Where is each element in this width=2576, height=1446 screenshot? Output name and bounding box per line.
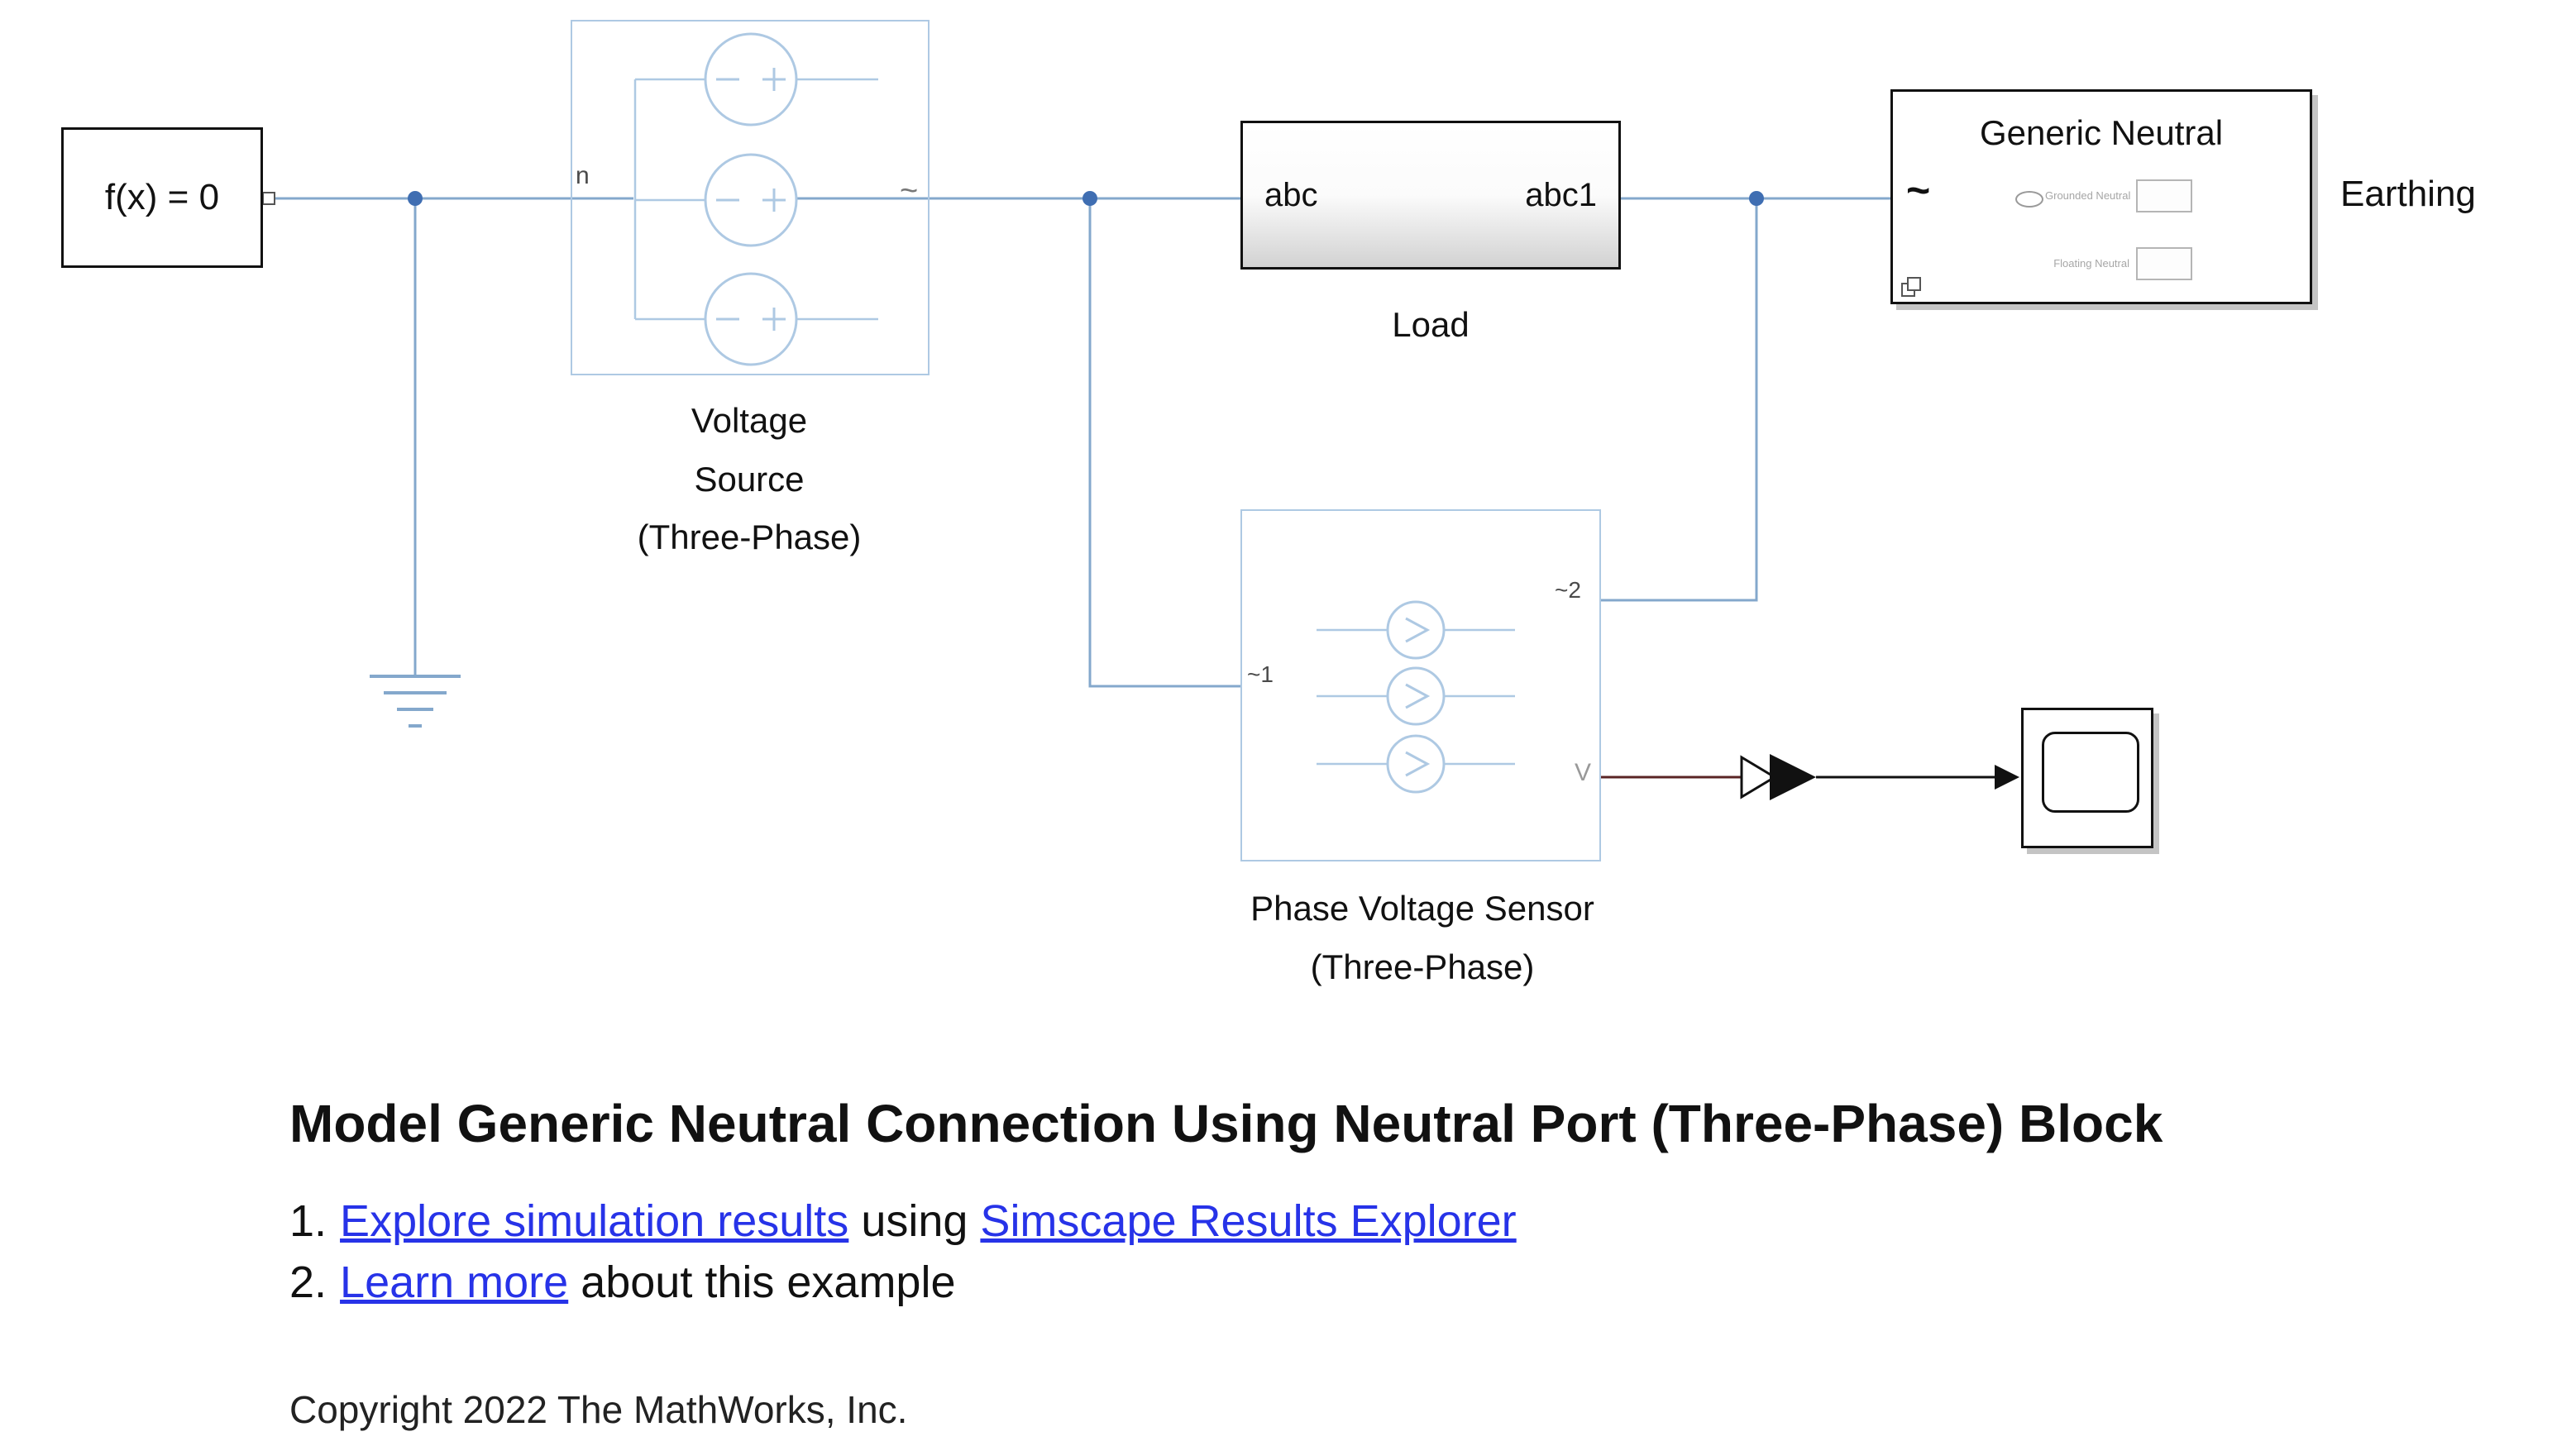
sensor-port-v-label: V: [1575, 759, 1592, 786]
load-port-in-label: abc: [1264, 176, 1318, 213]
explore-results-link[interactable]: Explore simulation results: [340, 1196, 849, 1246]
junction-dot: [1082, 191, 1097, 206]
solver-configuration-block[interactable]: f(x) = 0: [61, 127, 263, 268]
earthing-label: Earthing: [2340, 174, 2476, 214]
floating-neutral-option-label: Floating Neutral: [2053, 257, 2129, 270]
junction-dot: [1749, 191, 1764, 206]
solver-block-label: f(x) = 0: [104, 177, 220, 217]
voltmeter-icon: [1386, 666, 1446, 726]
ground-icon[interactable]: [370, 675, 461, 728]
voltage-source-port-n-label: n: [576, 162, 590, 189]
ac-source-icon: [704, 272, 798, 366]
annotation-list-item-1: 1. Explore simulation results using Simsc…: [289, 1195, 1517, 1247]
junction-dot: [408, 191, 423, 206]
voltage-source-block[interactable]: [571, 20, 930, 375]
annotation-list-item-2: 2. Learn more about this example: [289, 1257, 955, 1308]
generic-neutral-port-label: ~: [1906, 167, 1931, 213]
load-port-out-label: abc1: [1525, 176, 1597, 213]
ac-source-icon: [704, 32, 798, 126]
list-number: 2.: [289, 1257, 327, 1307]
phase-voltage-sensor-label: Phase Voltage Sensor (Three-Phase): [1250, 889, 1594, 986]
signal-arrowhead: [1995, 765, 2019, 790]
solver-output-port: [262, 192, 275, 205]
grounded-neutral-option-box: [2136, 179, 2192, 212]
results-explorer-link[interactable]: Simscape Results Explorer: [980, 1196, 1517, 1246]
scope-screen-icon: [2042, 732, 2139, 813]
copyright-text: Copyright 2022 The MathWorks, Inc.: [289, 1388, 908, 1431]
voltage-sensor-icon: [1317, 600, 1515, 794]
list-item-text: using: [848, 1196, 981, 1246]
neutral-symbol-icon: [2015, 191, 2043, 208]
sensor-port-in-label: ~1: [1247, 661, 1274, 687]
generic-neutral-title: Generic Neutral: [1979, 113, 2224, 152]
voltmeter-icon: [1386, 734, 1446, 794]
phase-voltage-sensor-block[interactable]: [1240, 509, 1601, 861]
load-label: Load: [1392, 305, 1470, 344]
list-item-text: about this example: [568, 1257, 956, 1307]
floating-neutral-option-box: [2136, 247, 2192, 280]
ps-simulink-converter-icon[interactable]: [1740, 754, 1816, 800]
scope-block[interactable]: [2021, 708, 2153, 848]
wire-junction-to-sensor[interactable]: [1088, 198, 1240, 688]
load-block[interactable]: abc abc1: [1240, 121, 1621, 270]
voltage-source-icon: [633, 32, 878, 366]
annotation-title: Model Generic Neutral Connection Using N…: [289, 1094, 2163, 1153]
voltmeter-icon: [1386, 600, 1446, 660]
mask-badge-icon: [1901, 277, 1921, 297]
voltage-source-label: Voltage Source (Three-Phase): [637, 401, 862, 557]
voltage-source-port-out-label: ~: [900, 174, 919, 208]
grounded-neutral-option-label: Grounded Neutral: [2045, 189, 2131, 202]
learn-more-link[interactable]: Learn more: [340, 1257, 569, 1307]
sensor-port-out-label: ~2: [1555, 577, 1581, 603]
ac-source-icon: [704, 153, 798, 247]
generic-neutral-block[interactable]: Generic Neutral ~ Grounded Neutral Float…: [1890, 89, 2312, 304]
list-number: 1.: [289, 1196, 327, 1246]
wire-sensor-to-junction[interactable]: [1601, 198, 1758, 602]
